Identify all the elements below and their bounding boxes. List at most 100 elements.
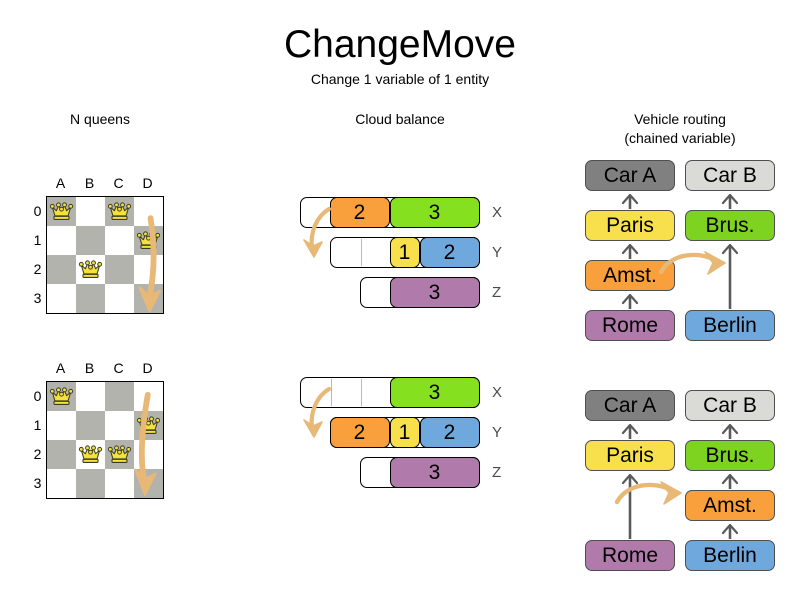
cloud-process-2[interactable]: 2 — [329, 196, 390, 228]
file-label-c: C — [113, 360, 124, 376]
vrp-node-brus[interactable]: Brus. — [685, 210, 775, 241]
vrp-edge-arrow — [621, 423, 639, 439]
board-cell-b1[interactable] — [76, 226, 105, 255]
file-label-b: B — [84, 175, 95, 191]
board-cell-b1[interactable] — [76, 411, 105, 440]
board-cell-b0[interactable] — [76, 197, 105, 226]
board-cell-c1[interactable] — [105, 411, 134, 440]
vrp-edge-arrow — [721, 423, 739, 439]
board-cell-d2[interactable] — [134, 440, 163, 469]
vrp-edge-arrow — [621, 193, 639, 209]
board-cell-a1[interactable] — [47, 411, 76, 440]
cloud-bar-unit-divider — [361, 379, 362, 406]
vrp-node-berlin[interactable]: Berlin — [685, 310, 775, 341]
vrp-node-brus[interactable]: Brus. — [685, 440, 775, 471]
cloud-computer-label-x: X — [492, 204, 503, 221]
cloud-bar-unit-divider — [361, 239, 362, 266]
file-label-b: B — [84, 360, 95, 376]
page-subtitle: Change 1 variable of 1 entity — [310, 71, 490, 87]
cloud-process-3[interactable]: 3 — [389, 456, 480, 488]
vrp-node-car-b[interactable]: Car B — [685, 390, 775, 421]
file-label-a: A — [55, 360, 66, 376]
cloud-process-3[interactable]: 3 — [389, 376, 480, 408]
board-cell-d3[interactable] — [134, 284, 163, 313]
board-cell-b3[interactable] — [76, 284, 105, 313]
cloud-computer-bar-x[interactable]: 3 — [300, 376, 480, 408]
queen-c0[interactable] — [105, 197, 134, 226]
board-cell-c2[interactable] — [105, 255, 134, 284]
board-cell-a2[interactable] — [47, 440, 76, 469]
queen-b2[interactable] — [76, 440, 105, 469]
vrp-node-paris[interactable]: Paris — [585, 210, 675, 241]
vrp-heading-line-2: (chained variable) — [624, 130, 736, 146]
cloud-computer-bar-z[interactable]: 3 — [360, 456, 480, 488]
board-cell-c3[interactable] — [105, 469, 134, 498]
queen-d1[interactable] — [134, 411, 163, 440]
cloud-computer-label-z: Z — [492, 284, 502, 301]
board-cell-c1[interactable] — [105, 226, 134, 255]
cloud-process-3[interactable]: 3 — [389, 276, 480, 308]
rank-label-0: 0 — [33, 388, 42, 404]
rank-label-2: 2 — [33, 261, 42, 277]
vrp-edge-arrow — [621, 293, 639, 309]
queen-a0[interactable] — [47, 197, 76, 226]
board-cell-b0[interactable] — [76, 382, 105, 411]
cloud-process-2[interactable]: 2 — [329, 416, 390, 448]
section-heading-nqueens: N queens — [70, 111, 130, 127]
rank-label-3: 3 — [33, 290, 42, 306]
queen-c2[interactable] — [105, 440, 134, 469]
vrp-edge-arrow — [621, 243, 639, 259]
board-cell-d0[interactable] — [134, 382, 163, 411]
cloud-computer-label-y: Y — [492, 424, 503, 441]
cloud-process-2[interactable]: 2 — [419, 236, 480, 268]
board-cell-c0[interactable] — [105, 382, 134, 411]
vrp-node-berlin[interactable]: Berlin — [685, 540, 775, 571]
section-heading-cloud-balance: Cloud balance — [355, 111, 445, 127]
rank-label-2: 2 — [33, 446, 42, 462]
queen-b2[interactable] — [76, 255, 105, 284]
vrp-node-car-a[interactable]: Car A — [585, 390, 675, 421]
vrp-node-amst[interactable]: Amst. — [585, 260, 675, 291]
rank-label-1: 1 — [33, 417, 42, 433]
vrp-node-rome[interactable]: Rome — [585, 540, 675, 571]
board-cell-a1[interactable] — [47, 226, 76, 255]
queen-d1[interactable] — [134, 226, 163, 255]
board-cell-d2[interactable] — [134, 255, 163, 284]
cloud-computer-label-z: Z — [492, 464, 502, 481]
vrp-node-paris[interactable]: Paris — [585, 440, 675, 471]
board-cell-a3[interactable] — [47, 284, 76, 313]
board-grid-before[interactable] — [46, 196, 164, 314]
board-cell-a3[interactable] — [47, 469, 76, 498]
page-title: ChangeMove — [284, 23, 516, 66]
vrp-edge-arrow — [621, 473, 639, 539]
rank-label-0: 0 — [33, 203, 42, 219]
board-grid-after[interactable] — [46, 381, 164, 499]
board-cell-a2[interactable] — [47, 255, 76, 284]
section-heading-vehicle-routing: Vehicle routing (chained variable) — [560, 110, 800, 148]
board-cell-d0[interactable] — [134, 197, 163, 226]
file-label-a: A — [55, 175, 66, 191]
move-arrow-vrp — [614, 481, 682, 505]
file-label-d: D — [142, 175, 153, 191]
vrp-node-car-b[interactable]: Car B — [685, 160, 775, 191]
cloud-bar-unit-divider — [331, 379, 332, 406]
vrp-heading-line-1: Vehicle routing — [634, 111, 726, 127]
cloud-process-2[interactable]: 2 — [419, 416, 480, 448]
vrp-node-rome[interactable]: Rome — [585, 310, 675, 341]
cloud-process-1[interactable]: 1 — [389, 236, 420, 268]
cloud-process-3[interactable]: 3 — [389, 196, 480, 228]
queen-a0[interactable] — [47, 382, 76, 411]
vrp-node-car-a[interactable]: Car A — [585, 160, 675, 191]
vrp-edge-arrow — [721, 523, 739, 539]
board-cell-b3[interactable] — [76, 469, 105, 498]
vrp-edge-arrow — [721, 473, 739, 489]
vrp-node-amst[interactable]: Amst. — [685, 490, 775, 521]
cloud-computer-bar-z[interactable]: 3 — [360, 276, 480, 308]
board-cell-d3[interactable] — [134, 469, 163, 498]
cloud-process-1[interactable]: 1 — [389, 416, 420, 448]
board-cell-c3[interactable] — [105, 284, 134, 313]
